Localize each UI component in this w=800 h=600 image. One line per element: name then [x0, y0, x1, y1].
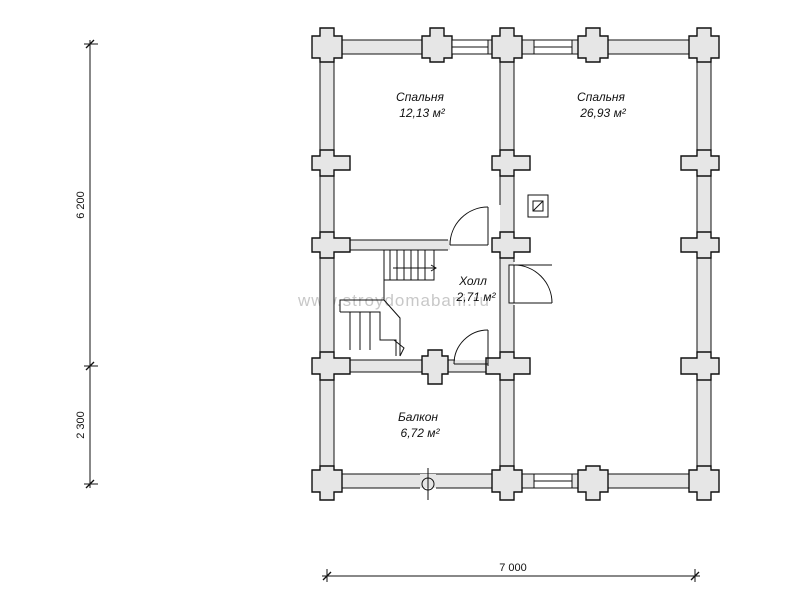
room-area-hall: 2,71 м² [456, 290, 497, 304]
room-name-balcony: Балкон [398, 410, 438, 424]
dimension-horizontal: 7 000 [322, 562, 700, 582]
room-area-bedroom-1: 12,13 м² [399, 106, 446, 120]
watermark: www.stroydomabani.ru [297, 291, 490, 310]
windows [451, 39, 573, 489]
room-area-bedroom-2: 26,93 м² [579, 106, 627, 120]
staircase [339, 249, 437, 357]
walls [311, 27, 720, 501]
chimney-icon [527, 194, 549, 218]
room-labels: Спальня 12,13 м² Спальня 26,93 м² Холл 2… [396, 90, 627, 440]
balcony-post [420, 468, 436, 500]
room-area-balcony: 6,72 м² [401, 426, 441, 440]
dimension-depth-main: 6 200 [75, 191, 87, 219]
dimension-width-total: 7 000 [499, 562, 527, 574]
dimension-depth-balcony: 2 300 [75, 411, 87, 439]
room-name-bedroom-1: Спальня [396, 90, 444, 104]
room-name-hall: Холл [458, 274, 487, 288]
dimension-vertical: 6 200 2 300 [75, 39, 98, 489]
room-name-bedroom-2: Спальня [577, 90, 625, 104]
doors [449, 206, 553, 366]
